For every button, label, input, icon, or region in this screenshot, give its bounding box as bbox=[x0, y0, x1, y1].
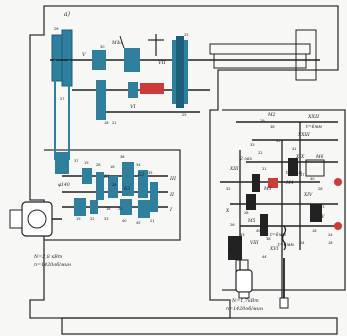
clutch-label-m2: M2 bbox=[267, 112, 276, 118]
gear-number: 40 bbox=[256, 229, 261, 233]
clutch-label-m5: M5 bbox=[247, 218, 256, 224]
clutch-label-m1: M1 bbox=[111, 40, 119, 46]
gear-number: 18 bbox=[104, 121, 109, 125]
clutch-label-m6: M6 bbox=[315, 154, 324, 160]
belt-diameter-label: φ140 bbox=[58, 182, 70, 188]
shaft-label-xv: XV bbox=[317, 214, 325, 220]
gear-number: 33 bbox=[320, 205, 325, 209]
shaft-label-xxiii: XXIII bbox=[297, 132, 310, 138]
shaft-label-x: X bbox=[225, 208, 230, 214]
shaft-label-iii: III bbox=[169, 176, 177, 182]
clutch-label-m3: M3 bbox=[263, 186, 272, 192]
shaft-label-v: V bbox=[82, 52, 87, 58]
gear-number: 32 bbox=[226, 187, 231, 191]
gear-number: 28 bbox=[96, 163, 101, 167]
gear-number: 45 bbox=[276, 139, 281, 143]
gear-number: 24 bbox=[118, 41, 123, 45]
gear-number: 40 bbox=[310, 177, 315, 181]
gear-number: 29 bbox=[260, 119, 265, 123]
gear-number: 18 bbox=[312, 229, 317, 233]
gear-number: 24 bbox=[328, 233, 333, 237]
shaft-label-viii: VIII bbox=[250, 240, 259, 246]
label-layer: a)VVIVIIIIIIIIXXIIXXIIIXIXXIIIXIVXVXVIVI… bbox=[33, 11, 333, 312]
gear-number: 22 bbox=[258, 151, 263, 155]
shaft-label-ii: II bbox=[169, 192, 175, 198]
gear-number: 38 bbox=[266, 237, 271, 241]
gear-number: 36 bbox=[120, 155, 125, 159]
gear-number: 26 bbox=[54, 27, 59, 31]
lead-label: 2-зах bbox=[239, 156, 253, 162]
shaft-label-xvi: XVI bbox=[269, 246, 278, 252]
gear-number: 28 bbox=[244, 211, 249, 215]
block-label-b1: Б1 bbox=[103, 174, 110, 180]
gear-number: 28 bbox=[318, 187, 323, 191]
right-pitch-label: t=6мм bbox=[286, 170, 302, 176]
gear-number: 33 bbox=[104, 217, 109, 221]
gear-number: 44 bbox=[262, 255, 267, 259]
block-label-b2: Б2 bbox=[137, 172, 144, 178]
top-gearbox bbox=[50, 29, 320, 120]
gear-number: 21 bbox=[112, 121, 117, 125]
screw-pitch-label-1: t=6мм bbox=[306, 124, 322, 130]
gear-number: 27 bbox=[290, 167, 295, 171]
gear-number: 25 bbox=[182, 113, 187, 117]
gear-number: 34 bbox=[136, 163, 141, 167]
gear-number: 25 bbox=[184, 33, 189, 37]
gear-number: 21 bbox=[262, 167, 267, 171]
gear-number: 25 bbox=[118, 207, 123, 211]
gear-number: 19 bbox=[84, 161, 89, 165]
belt-drive bbox=[54, 60, 70, 174]
feed-motor-speed: n=1420об/мин bbox=[226, 305, 263, 312]
gear-number: 26 bbox=[112, 183, 117, 187]
feed-motor-power: N=1,7кВт bbox=[231, 298, 259, 304]
gear-number: 41 bbox=[292, 147, 297, 151]
screw-pitch-label-3: t=6мм bbox=[278, 242, 294, 248]
gear-number: 36 bbox=[228, 247, 233, 251]
gear-number: 21 bbox=[150, 219, 155, 223]
shaft-label-xiii: XIII bbox=[229, 166, 239, 172]
feed-motor bbox=[235, 269, 253, 299]
block-label-b3: Б3 bbox=[123, 186, 130, 192]
shaft-label-xxii: XXII bbox=[307, 114, 320, 120]
gear-number: 18 bbox=[106, 207, 111, 211]
left-gearbox bbox=[62, 162, 168, 218]
gear-number: 40 bbox=[122, 219, 127, 223]
gear-number: 37 bbox=[300, 173, 305, 177]
gear-number: 45 bbox=[136, 221, 141, 225]
clutch-label-m4: M4 bbox=[285, 180, 294, 186]
gear-number: 18 bbox=[328, 241, 333, 245]
figure-label: a) bbox=[64, 11, 71, 18]
gear-number: 30 bbox=[100, 45, 105, 49]
machine-frame bbox=[29, 5, 346, 335]
main-motor-power: N=2,8 кВт bbox=[33, 254, 63, 260]
gear-number: 19 bbox=[76, 217, 81, 221]
gear-number: 16 bbox=[110, 165, 115, 169]
shaft-label-xix: XIX bbox=[295, 154, 305, 160]
main-motor-speed: n=1420об/мин bbox=[34, 261, 71, 268]
main-motor bbox=[9, 201, 62, 237]
screw-pitch-label-2: t=6мм bbox=[270, 232, 286, 238]
gear-number: 27 bbox=[60, 97, 65, 101]
shaft-label-vii: VII bbox=[158, 60, 167, 66]
gear-number: 24 bbox=[300, 241, 305, 245]
shaft-label-xiv: XIV bbox=[303, 192, 313, 198]
gear-number: 35 bbox=[148, 171, 153, 175]
gear-number: 33 bbox=[250, 143, 255, 147]
gear-number: 26 bbox=[230, 223, 235, 227]
gear-number: 38 bbox=[270, 125, 275, 129]
shaft-label-i: I bbox=[169, 207, 173, 213]
gear-number: 33 bbox=[240, 233, 245, 237]
gear-number: 22 bbox=[90, 217, 95, 221]
shaft-label-vi: VI bbox=[130, 104, 137, 110]
gear-number: 37 bbox=[74, 159, 79, 163]
